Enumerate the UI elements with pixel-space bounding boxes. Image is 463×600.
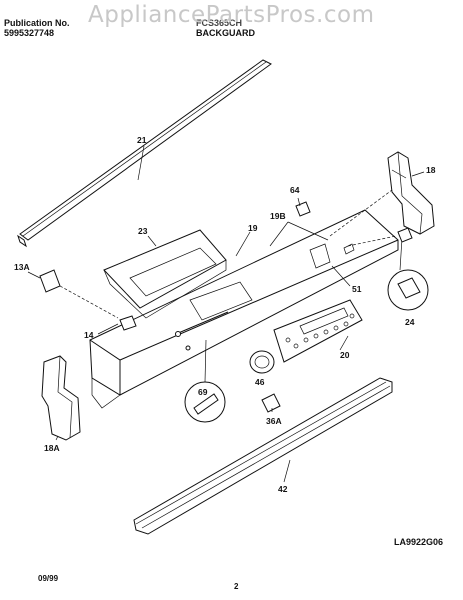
callout-18: 18 [426,165,436,175]
leader-lines [27,145,425,483]
part-20-control-board [273,299,363,363]
part-36a-clip [261,393,281,413]
part-42-trim [133,377,393,535]
callout-42: 42 [278,484,288,494]
callout-19: 19 [248,223,258,233]
callout-24: 24 [405,317,415,327]
rod [175,311,229,335]
section-title: BACKGUARD [196,28,255,38]
part-18a-end-cap [41,355,81,441]
watermark: AppliancePartsPros.com [88,2,375,28]
callout-13a: 13A [14,262,30,272]
part-64-clip [295,201,311,217]
callout-69: 69 [198,387,208,397]
model-number: FCS365CH [196,18,243,28]
callout-14: 14 [84,330,94,340]
callout-23: 23 [138,226,148,236]
part-69-element [184,339,226,423]
callout-18a: 18A [44,443,60,453]
part-46-knob [249,350,275,374]
callout-64: 64 [290,185,300,195]
part-24-switch [387,227,429,311]
page-number: 2 [234,582,239,591]
publication-label: Publication No. [4,18,70,28]
callout-46: 46 [255,377,265,387]
part-19-panel [89,209,399,409]
part-13a-bracket [39,269,61,293]
callout-19b: 19B [270,211,286,221]
callout-36a: 36A [266,416,282,426]
part-21-trim [17,59,272,248]
inner-bracket [189,281,253,321]
part-23-window [103,229,227,319]
callout-21: 21 [137,135,147,145]
part-14-clip [119,315,137,331]
diagram-code: LA9922G06 [394,537,444,547]
callout-20: 20 [340,350,350,360]
callout-51: 51 [352,284,362,294]
publication-number: 5995327748 [4,28,55,38]
footer-date: 09/99 [38,574,59,583]
part-18-end-cap [387,151,435,235]
